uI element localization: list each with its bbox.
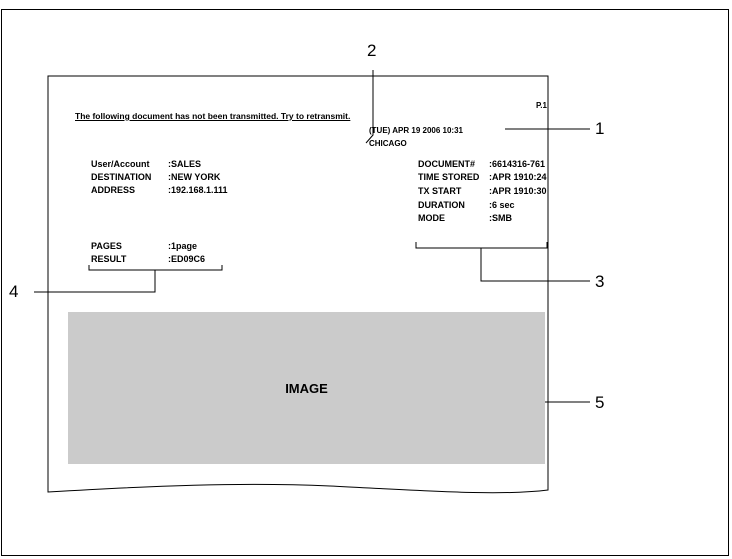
field-label-mode: MODE — [418, 213, 445, 223]
sender-name: CHICAGO — [369, 139, 407, 148]
bracket-3 — [415, 242, 548, 249]
bracket-4 — [88, 265, 223, 271]
callout-3-leader — [480, 248, 590, 282]
field-value-mode: :SMB — [489, 213, 512, 223]
callout-2-leader — [365, 70, 374, 144]
transmission-notice: The following document has not been tran… — [75, 111, 351, 121]
field-label-destination: DESTINATION — [91, 172, 152, 182]
field-label-document-number: DOCUMENT# — [418, 159, 476, 169]
callout-3: 3 — [595, 272, 605, 291]
field-value-address: :192.168.1.111 — [168, 185, 228, 195]
field-value-user-account: :SALES — [168, 159, 202, 169]
callout-5: 5 — [595, 393, 605, 412]
field-value-destination: :NEW YORK — [168, 172, 221, 182]
figure-frame — [1, 9, 729, 556]
callout-2: 2 — [367, 41, 377, 60]
field-label-pages: PAGES — [91, 241, 122, 251]
field-value-time-stored: :APR 1910:24 — [489, 172, 547, 182]
field-value-result: :ED09C6 — [168, 254, 206, 264]
field-value-tx-start: :APR 1910:30 — [489, 186, 547, 196]
date-time: (TUE) APR 19 2006 10:31 — [369, 126, 463, 135]
field-value-pages: :1page — [168, 241, 198, 251]
image-area: IMAGE — [68, 312, 545, 464]
field-label-time-stored: TIME STORED — [418, 172, 480, 182]
field-label-result: RESULT — [91, 254, 127, 264]
callout-4: 4 — [9, 282, 19, 301]
field-label-user-account: User/Account — [91, 159, 150, 169]
field-label-tx-start: TX START — [418, 186, 462, 196]
field-value-duration: :6 sec — [489, 200, 515, 210]
callout-1: 1 — [595, 119, 605, 138]
image-label: IMAGE — [285, 380, 328, 396]
field-value-document-number: :6614316-761 — [489, 159, 546, 169]
paper-outline — [47, 75, 549, 494]
field-label-duration: DURATION — [418, 200, 465, 210]
page-number: P.1 — [536, 101, 547, 110]
field-label-address: ADDRESS — [91, 185, 136, 195]
callout-4-leader — [34, 270, 156, 293]
